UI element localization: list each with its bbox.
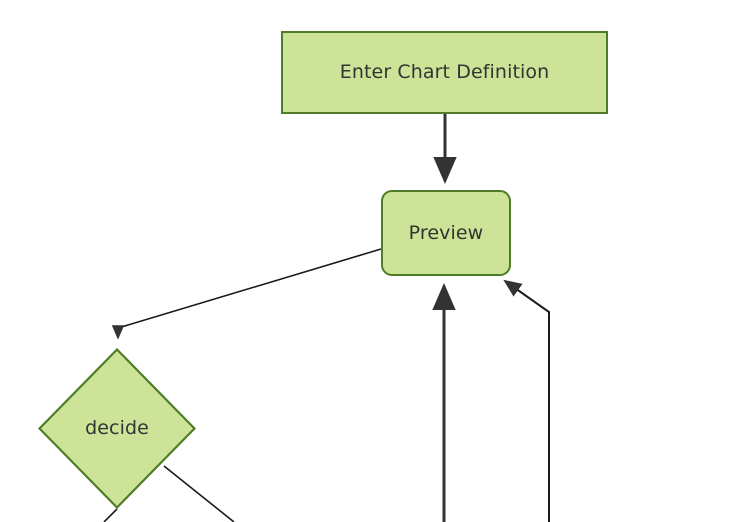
edge-preview-to-decide	[111, 248, 382, 340]
edge-decide-out-left	[103, 508, 118, 522]
edge-return-right-to-preview	[503, 279, 550, 522]
diamond-shape-icon	[38, 348, 196, 509]
node-preview-label: Preview	[408, 221, 484, 244]
node-enter-chart-definition-label: Enter Chart Definition	[339, 61, 550, 84]
node-decide-label: decide	[85, 417, 149, 440]
node-preview[interactable]: Preview	[381, 190, 511, 276]
node-decide[interactable]: decide	[38, 348, 196, 509]
edge-decide-out-right	[163, 465, 235, 522]
node-enter-chart-definition[interactable]: Enter Chart Definition	[281, 31, 608, 114]
